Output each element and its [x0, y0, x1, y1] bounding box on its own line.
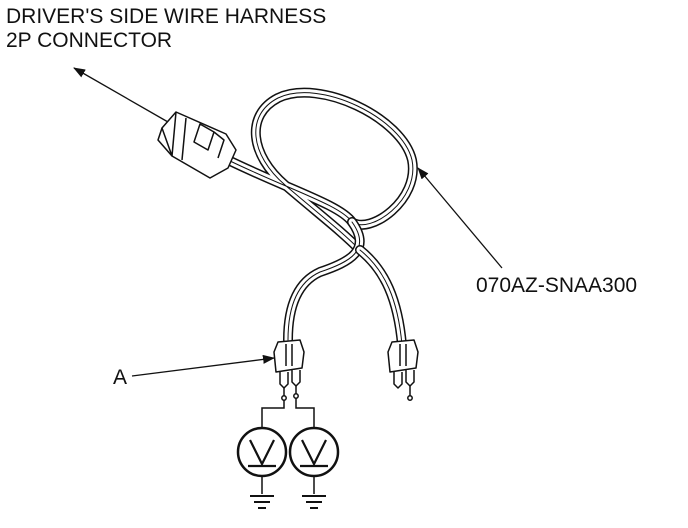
voltmeter-circuit — [261, 398, 315, 494]
ground-symbol-right — [302, 495, 326, 509]
harness-connector-leader-arrow — [73, 67, 169, 123]
voltmeter-left — [236, 426, 288, 478]
harness-connector-label-line2: 2P CONNECTOR — [6, 29, 173, 52]
ground-symbol-left — [250, 495, 274, 509]
part-number-leader — [417, 167, 503, 269]
item-a-label: A — [113, 366, 128, 389]
right-plug — [387, 339, 419, 401]
lead-to-test-plug — [283, 217, 365, 345]
harness-2p-connector — [157, 111, 237, 179]
lead-to-right-plug — [355, 245, 407, 350]
wire-harness-loop — [223, 87, 418, 255]
test-plug-a — [273, 339, 305, 401]
voltmeter-right — [288, 426, 340, 478]
harness-connector-label-line1: DRIVER'S SIDE WIRE HARNESS — [6, 5, 327, 28]
item-a-leader — [131, 354, 275, 377]
part-number-label: 070AZ-SNAA300 — [476, 274, 638, 297]
